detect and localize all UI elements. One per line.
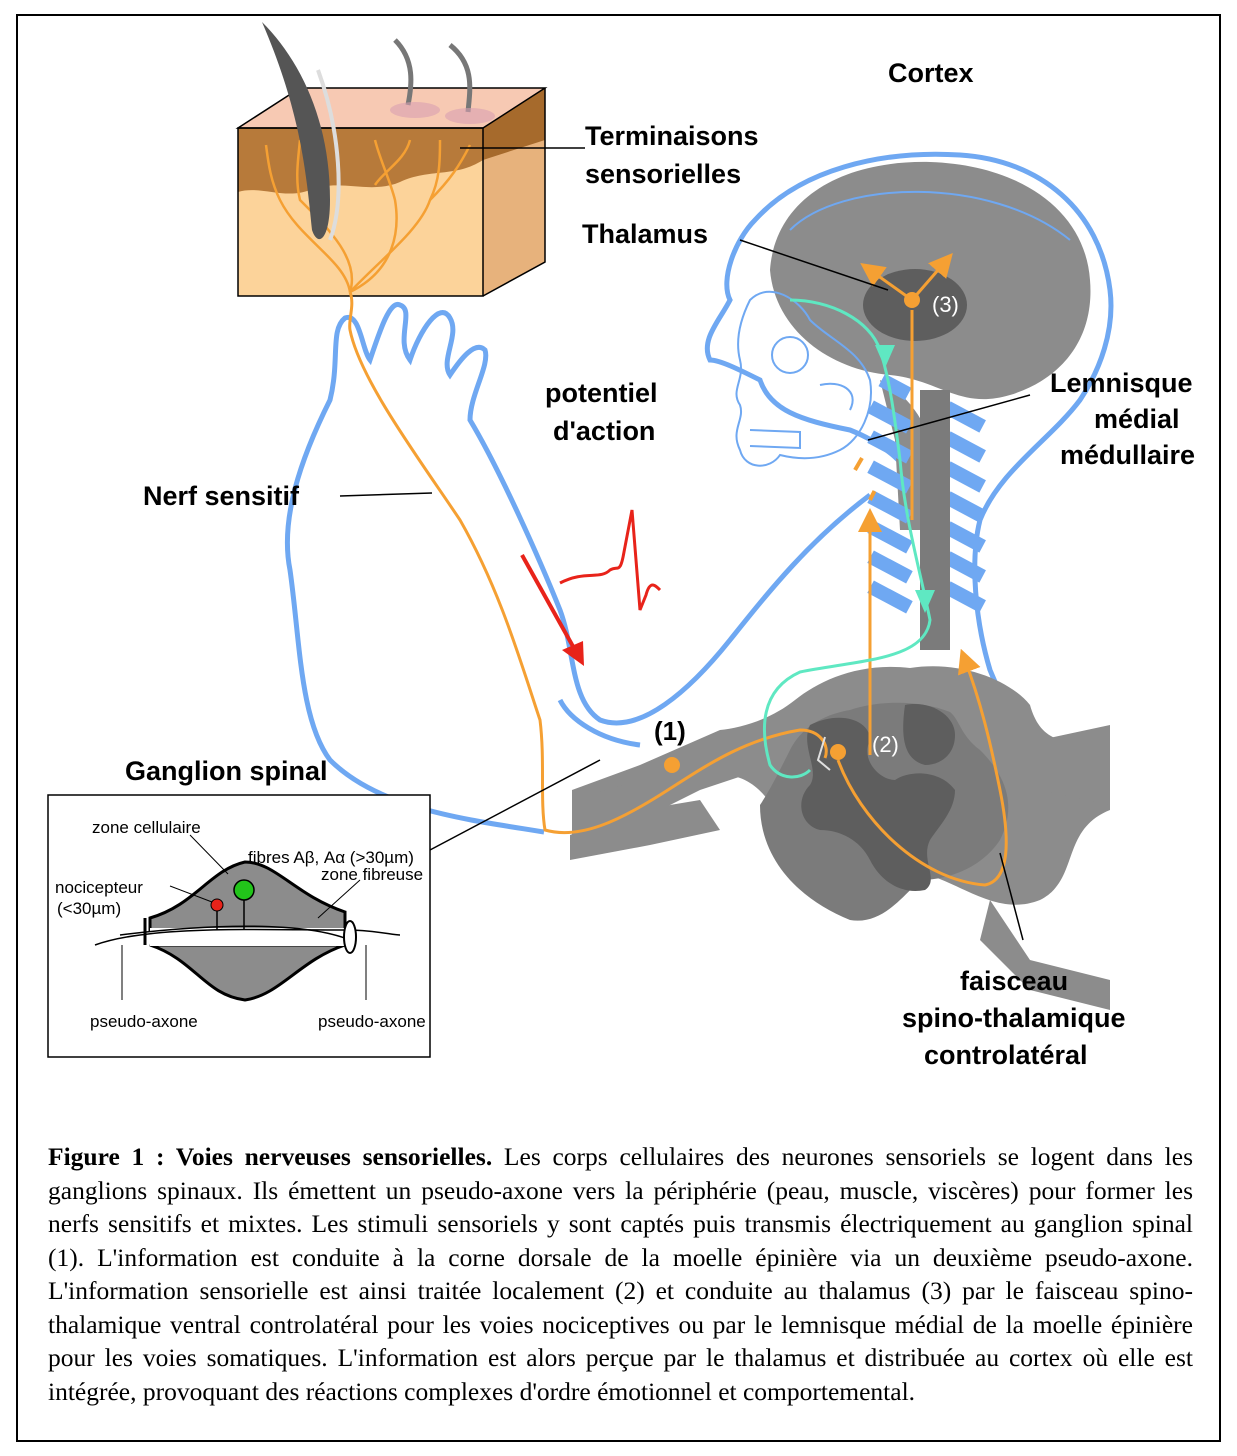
label-potentiel-1: potentiel [545, 378, 658, 408]
sensory-pathway-diagram: Terminaisons sensorielles Cortex Thalamu… [0, 0, 1237, 1130]
label-potentiel-2: d'action [553, 416, 655, 446]
marker-3: (3) [932, 292, 959, 317]
inset-nocicepteur-1: nocicepteur [55, 878, 143, 897]
caption-body: Les corps cellulaires des neurones senso… [48, 1142, 1193, 1406]
label-faisceau-2: spino-thalamique [902, 1003, 1126, 1033]
label-thalamus: Thalamus [582, 219, 708, 249]
label-cortex: Cortex [888, 58, 974, 88]
ganglion-inset: zone cellulaire fibres Aβ, Aα (>30µm) no… [48, 795, 430, 1057]
label-terminaisons-2: sensorielles [585, 159, 741, 189]
marker-2: (2) [872, 732, 899, 757]
nociceptor-dot [211, 899, 223, 911]
dorsal-horn-neuron-dot [830, 744, 846, 760]
label-faisceau-3: controlatéral [924, 1040, 1088, 1070]
inset-pseudo-axone-left: pseudo-axone [90, 1012, 198, 1031]
label-lemnisque-3: médullaire [1060, 440, 1195, 470]
label-lemnisque-2: médial [1094, 404, 1180, 434]
marker-1: (1) [654, 716, 686, 746]
signal-direction-arrow-icon [522, 555, 575, 650]
fibre-neuron-dot [234, 880, 254, 900]
inset-nocicepteur-2: (<30µm) [57, 899, 121, 918]
inset-zone-cellulaire: zone cellulaire [92, 818, 201, 837]
inset-pseudo-axone-right: pseudo-axone [318, 1012, 426, 1031]
inset-zone-fibreuse: zone fibreuse [321, 865, 423, 884]
label-faisceau-1: faisceau [960, 966, 1068, 996]
label-ganglion-spinal: Ganglion spinal [125, 756, 328, 786]
label-lemnisque-1: Lemnisque [1050, 368, 1193, 398]
label-nerf-sensitif: Nerf sensitif [143, 481, 300, 511]
label-terminaisons-1: Terminaisons [585, 121, 759, 151]
thalamus-neuron-dot [904, 292, 920, 308]
action-potential-signal [522, 510, 660, 666]
skin-block [238, 22, 585, 296]
caption-title: Figure 1 : Voies nerveuses sensorielles. [48, 1142, 492, 1171]
spinal-cord-section [570, 666, 1110, 1010]
ganglion-neuron-dot [664, 757, 680, 773]
figure-caption: Figure 1 : Voies nerveuses sensorielles.… [48, 1140, 1193, 1408]
